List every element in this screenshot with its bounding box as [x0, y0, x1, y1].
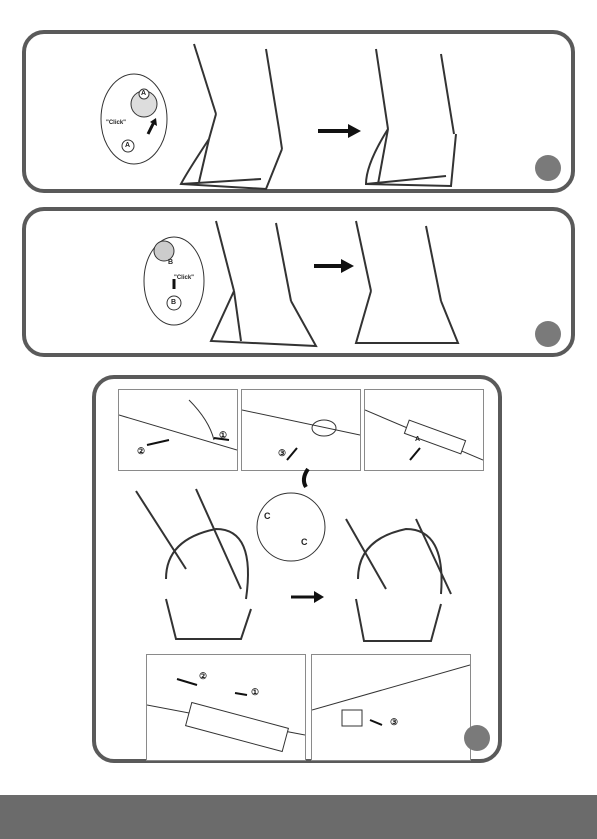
callout-letter-bottom: B [171, 299, 176, 306]
callout-letter-bottom: A [125, 142, 130, 149]
callout-oval [101, 74, 167, 164]
callout-letter-c-bottom: C [301, 537, 308, 547]
step-number-1-b: ① [251, 687, 259, 698]
frame-unfolded [356, 221, 458, 343]
latch-top [154, 241, 174, 261]
seat-before [136, 489, 251, 639]
step-number-2-b: ② [199, 671, 207, 682]
frame-height-step-panel: "Click" A A [22, 30, 575, 193]
callout-letter-top: B [168, 259, 173, 266]
callout-letter-top: A [141, 90, 146, 97]
step-number-3-b: ③ [390, 717, 398, 728]
frame-height-illustration [26, 34, 579, 197]
frame-folded [211, 221, 316, 346]
frame-unfold-illustration [26, 211, 579, 361]
frame-unfold-step-panel: "Click" B B [22, 207, 575, 357]
seat-attach-step-panel: ② ① ③ A C C ② ① ③ [92, 375, 502, 763]
callout-click-label: "Click" [174, 275, 194, 281]
step-indicator-dot [535, 321, 561, 347]
callout-click-label: "Click" [106, 120, 126, 126]
transition-arrowhead [348, 124, 361, 138]
callout-circle [257, 493, 325, 561]
page-footer-bar [0, 795, 597, 839]
frame-before [181, 44, 282, 189]
step-indicator-dot [535, 155, 561, 181]
detail-view-4: ② ① [146, 654, 306, 761]
callout-letter-c-top: C [264, 511, 271, 521]
seat-after [346, 519, 451, 641]
detail-view-5: ③ [311, 654, 471, 761]
transition-arrowhead [341, 259, 354, 273]
step-indicator-dot [464, 725, 490, 751]
frame-after [366, 49, 456, 186]
